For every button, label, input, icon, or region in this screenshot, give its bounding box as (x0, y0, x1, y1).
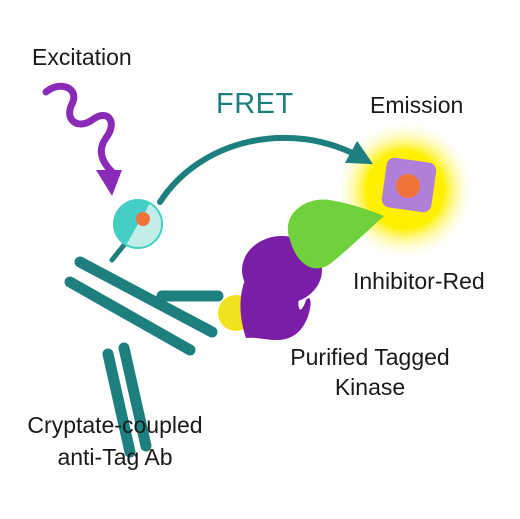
emission-label: Emission (370, 92, 464, 118)
cryptate-donor (113, 199, 163, 249)
kinase-label-line1: Purified Tagged (290, 344, 450, 370)
excitation-arrowhead (96, 170, 122, 196)
excitation-wave-arrow (42, 82, 116, 176)
antibody-label-line1: Cryptate-coupled (27, 412, 203, 438)
kinase-label-line2: Kinase (334, 374, 406, 400)
excitation-label: Excitation (32, 44, 132, 70)
kinase-label: Purified Tagged Kinase (276, 344, 464, 400)
antibody-label-line2: anti-Tag Ab (57, 444, 173, 470)
fret-arrow (157, 134, 374, 205)
antibody-label: Cryptate-coupled anti-Tag Ab (4, 412, 226, 470)
inhibitor-label: Inhibitor-Red (353, 268, 485, 294)
antibody (64, 256, 224, 458)
fret-label: FRET (216, 88, 294, 120)
inhibitor (287, 199, 384, 269)
acceptor-core (396, 174, 420, 198)
cryptate-core (136, 212, 150, 226)
